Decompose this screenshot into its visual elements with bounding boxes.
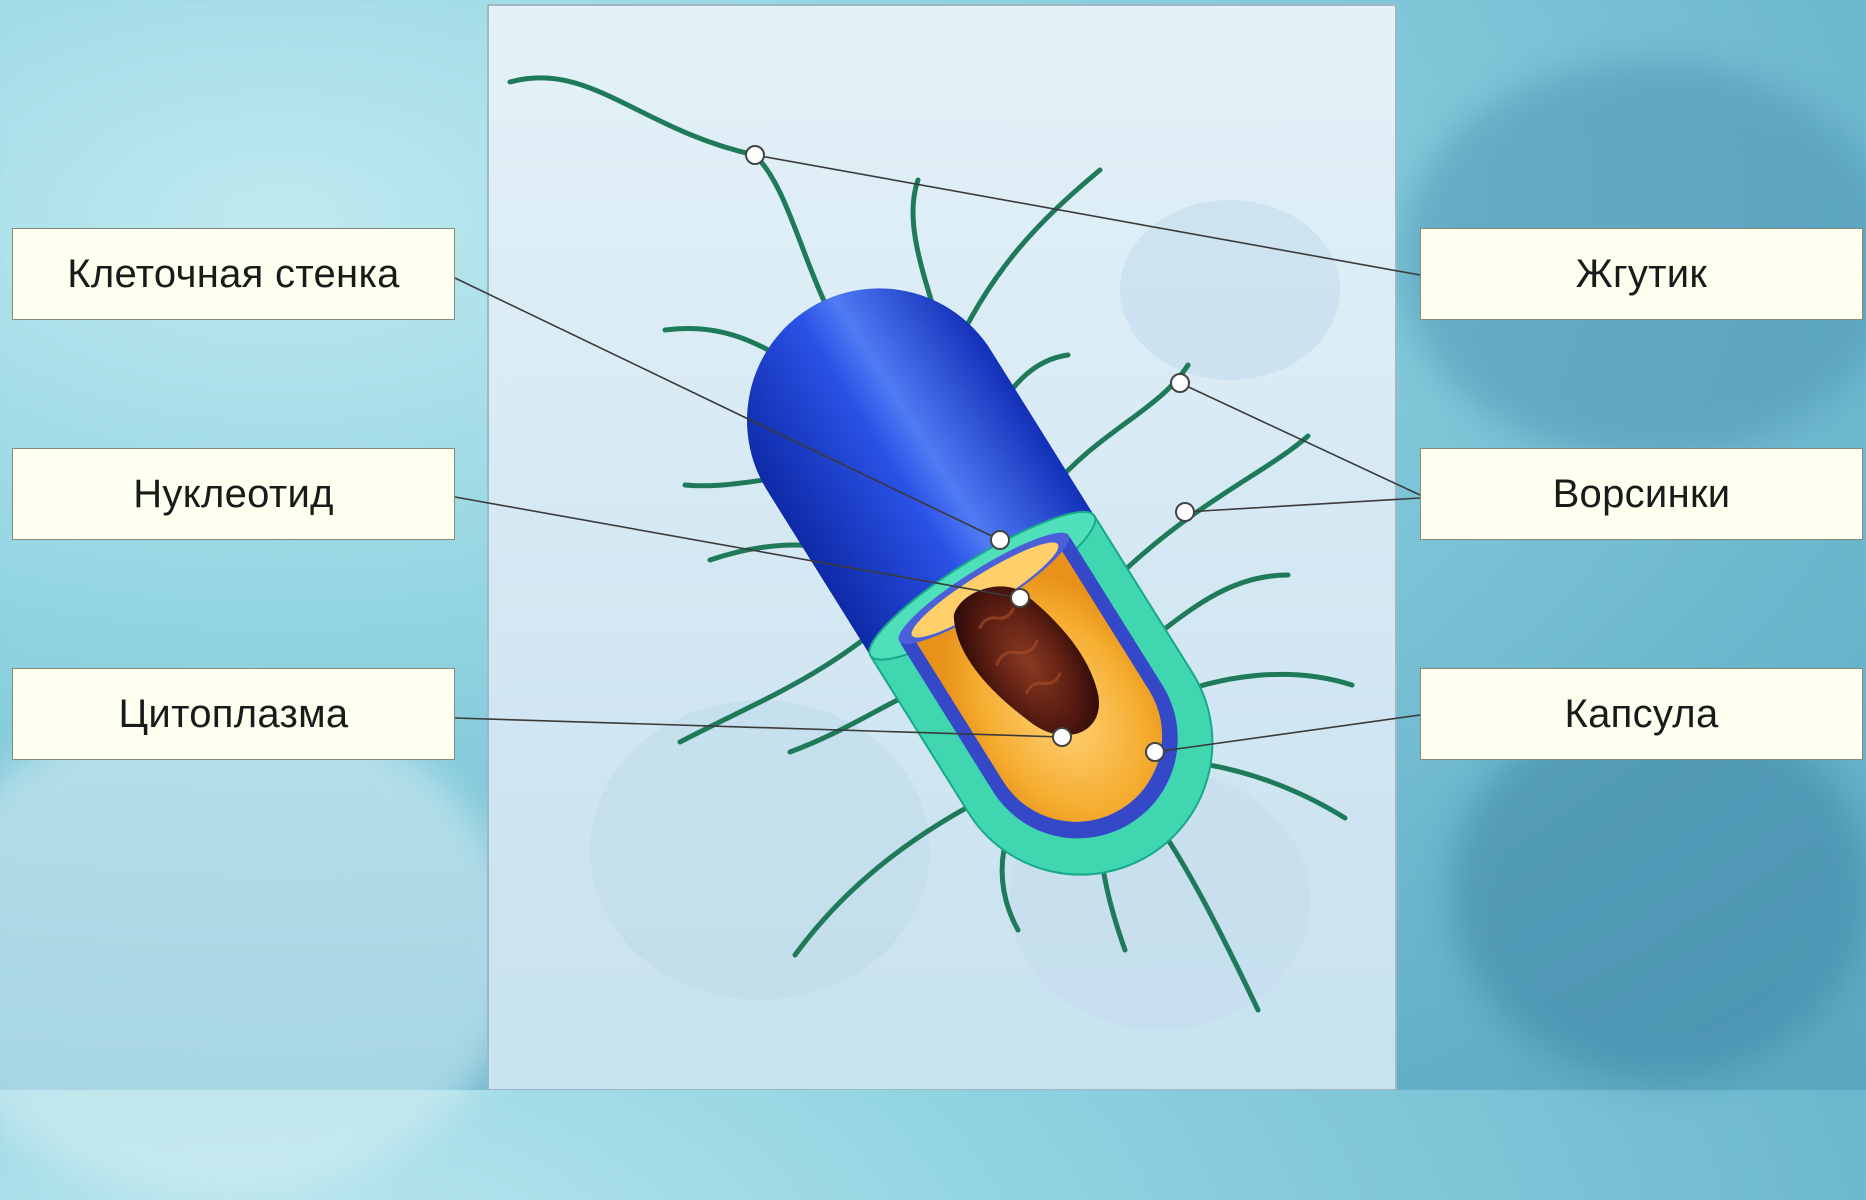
bacterium-diagram (0, 0, 1866, 1090)
label-cytoplasm: Цитоплазма (12, 668, 455, 760)
nucleotide-anchor-dot (1011, 589, 1029, 607)
flagellum-anchor-dot (746, 146, 764, 164)
pili-anchor-dot-2 (1176, 503, 1194, 521)
label-nucleotide: Нуклеотид (12, 448, 455, 540)
cell-wall-anchor-dot (991, 531, 1009, 549)
panel-shadow-blob (590, 700, 930, 1000)
label-cell-wall: Клеточная стенка (12, 228, 455, 320)
label-capsule: Капсула (1420, 668, 1863, 760)
pili-anchor-dot-1 (1171, 374, 1189, 392)
cytoplasm-anchor-dot (1053, 728, 1071, 746)
label-pili: Ворсинки (1420, 448, 1863, 540)
capsule-anchor-dot (1146, 743, 1164, 761)
label-flagellum: Жгутик (1420, 228, 1863, 320)
